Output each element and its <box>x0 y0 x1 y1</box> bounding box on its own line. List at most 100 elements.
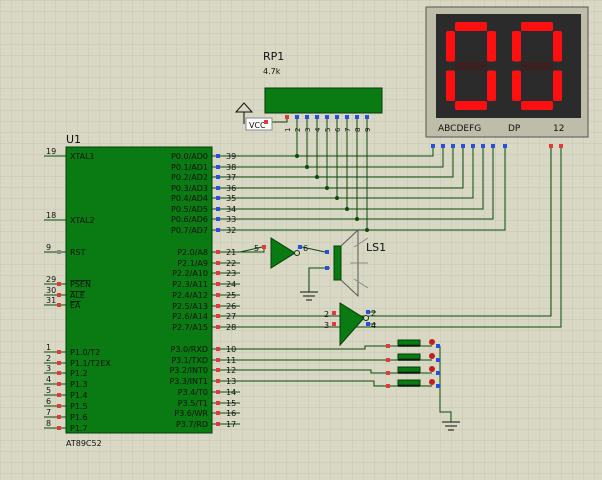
rp1-pin-dot <box>335 115 339 119</box>
button-pin-right <box>436 384 440 388</box>
display-digits <box>446 22 562 110</box>
buffer-bottom-pin-out-2-label: 4 <box>371 321 376 330</box>
rp1-pin: 1 <box>284 115 292 132</box>
push-button[interactable] <box>386 379 440 388</box>
display-segment <box>521 22 553 31</box>
buzzer-sound-line <box>353 237 369 248</box>
rp1-pin-number: 3 <box>304 128 312 132</box>
pin-dot <box>216 314 220 318</box>
mcu-left-pin[interactable]: 5P1.4 <box>44 386 88 400</box>
pin-name: P3.4/T0 <box>178 388 208 397</box>
pin-name: P1.7 <box>70 424 88 433</box>
mcu-right-pin[interactable]: P3.7/RD 17 <box>176 420 240 429</box>
pin-dot <box>216 175 220 179</box>
pin-number: 3 <box>46 364 51 373</box>
push-button[interactable] <box>386 339 440 348</box>
wire <box>308 267 330 292</box>
pin-name: P2.2/A10 <box>172 269 208 278</box>
buffer-top[interactable]: 5 6 <box>254 237 308 269</box>
rp1-pin-number: 7 <box>344 128 352 132</box>
button-pin-left <box>386 358 390 362</box>
buffer-bottom[interactable]: 2 3 2 4 <box>324 302 376 347</box>
pin-dot <box>57 282 61 286</box>
mcu-u1[interactable]: U1 AT89C52 19XTAL118XTAL29RST29PSEN30ALE… <box>44 133 240 448</box>
pin-dot <box>216 390 220 394</box>
pin-number: 7 <box>46 408 51 417</box>
buzzer-ls1[interactable]: LS1 <box>325 228 386 298</box>
pin-name: P3.7/RD <box>176 420 208 429</box>
display-segment <box>455 22 487 31</box>
wire <box>239 246 263 253</box>
pin-name: P2.6/A14 <box>172 312 208 321</box>
pin-name: P0.3/AD3 <box>171 184 208 193</box>
rp1-pin: 7 <box>344 115 352 132</box>
seven-segment-display[interactable]: ABCDEFG DP 12 <box>425 6 589 148</box>
wire-junction <box>335 196 339 200</box>
pin-dot <box>57 426 61 430</box>
button-indicator <box>429 366 435 372</box>
pin-name: P2.3/A11 <box>172 280 208 289</box>
mcu-left-pin[interactable]: 6P1.5 <box>44 397 88 411</box>
display-common-label: 12 <box>553 124 564 134</box>
wire <box>240 148 484 210</box>
buffer-top-in-pin <box>262 245 266 249</box>
pin-name: P1.5 <box>70 402 88 411</box>
button-pin-right <box>436 371 440 375</box>
mcu-left-pin[interactable]: 4P1.3 <box>44 375 88 389</box>
mcu-left-pin[interactable]: 1P1.0/T2 <box>44 343 100 357</box>
pin-number: 32 <box>226 226 236 235</box>
mcu-left-pin[interactable]: 8P1.7 <box>44 419 88 433</box>
pin-number: 17 <box>226 420 236 429</box>
pin-dot <box>216 325 220 329</box>
rp1-pin-number: 2 <box>294 128 302 132</box>
pin-name: P1.6 <box>70 413 88 422</box>
mcu-left-pin[interactable]: 3P1.2 <box>44 364 88 378</box>
buzzer-ref-label: LS1 <box>366 241 386 254</box>
button-indicator <box>429 353 435 359</box>
push-button[interactable] <box>386 366 440 375</box>
buzzer-pin-a <box>325 250 329 254</box>
push-button[interactable] <box>386 353 440 362</box>
mcu-part-label: AT89C52 <box>66 439 102 448</box>
pin-dot <box>216 186 220 190</box>
wire <box>439 346 452 422</box>
mcu-left-pin[interactable]: 7P1.6 <box>44 408 88 422</box>
mcu-left-pin[interactable]: 2P1.1/T2EX <box>44 354 111 368</box>
button-pin-left <box>386 371 390 375</box>
vcc-power-terminal[interactable]: VCC <box>234 102 273 131</box>
wire <box>301 246 326 253</box>
pin-number: 35 <box>226 194 236 203</box>
